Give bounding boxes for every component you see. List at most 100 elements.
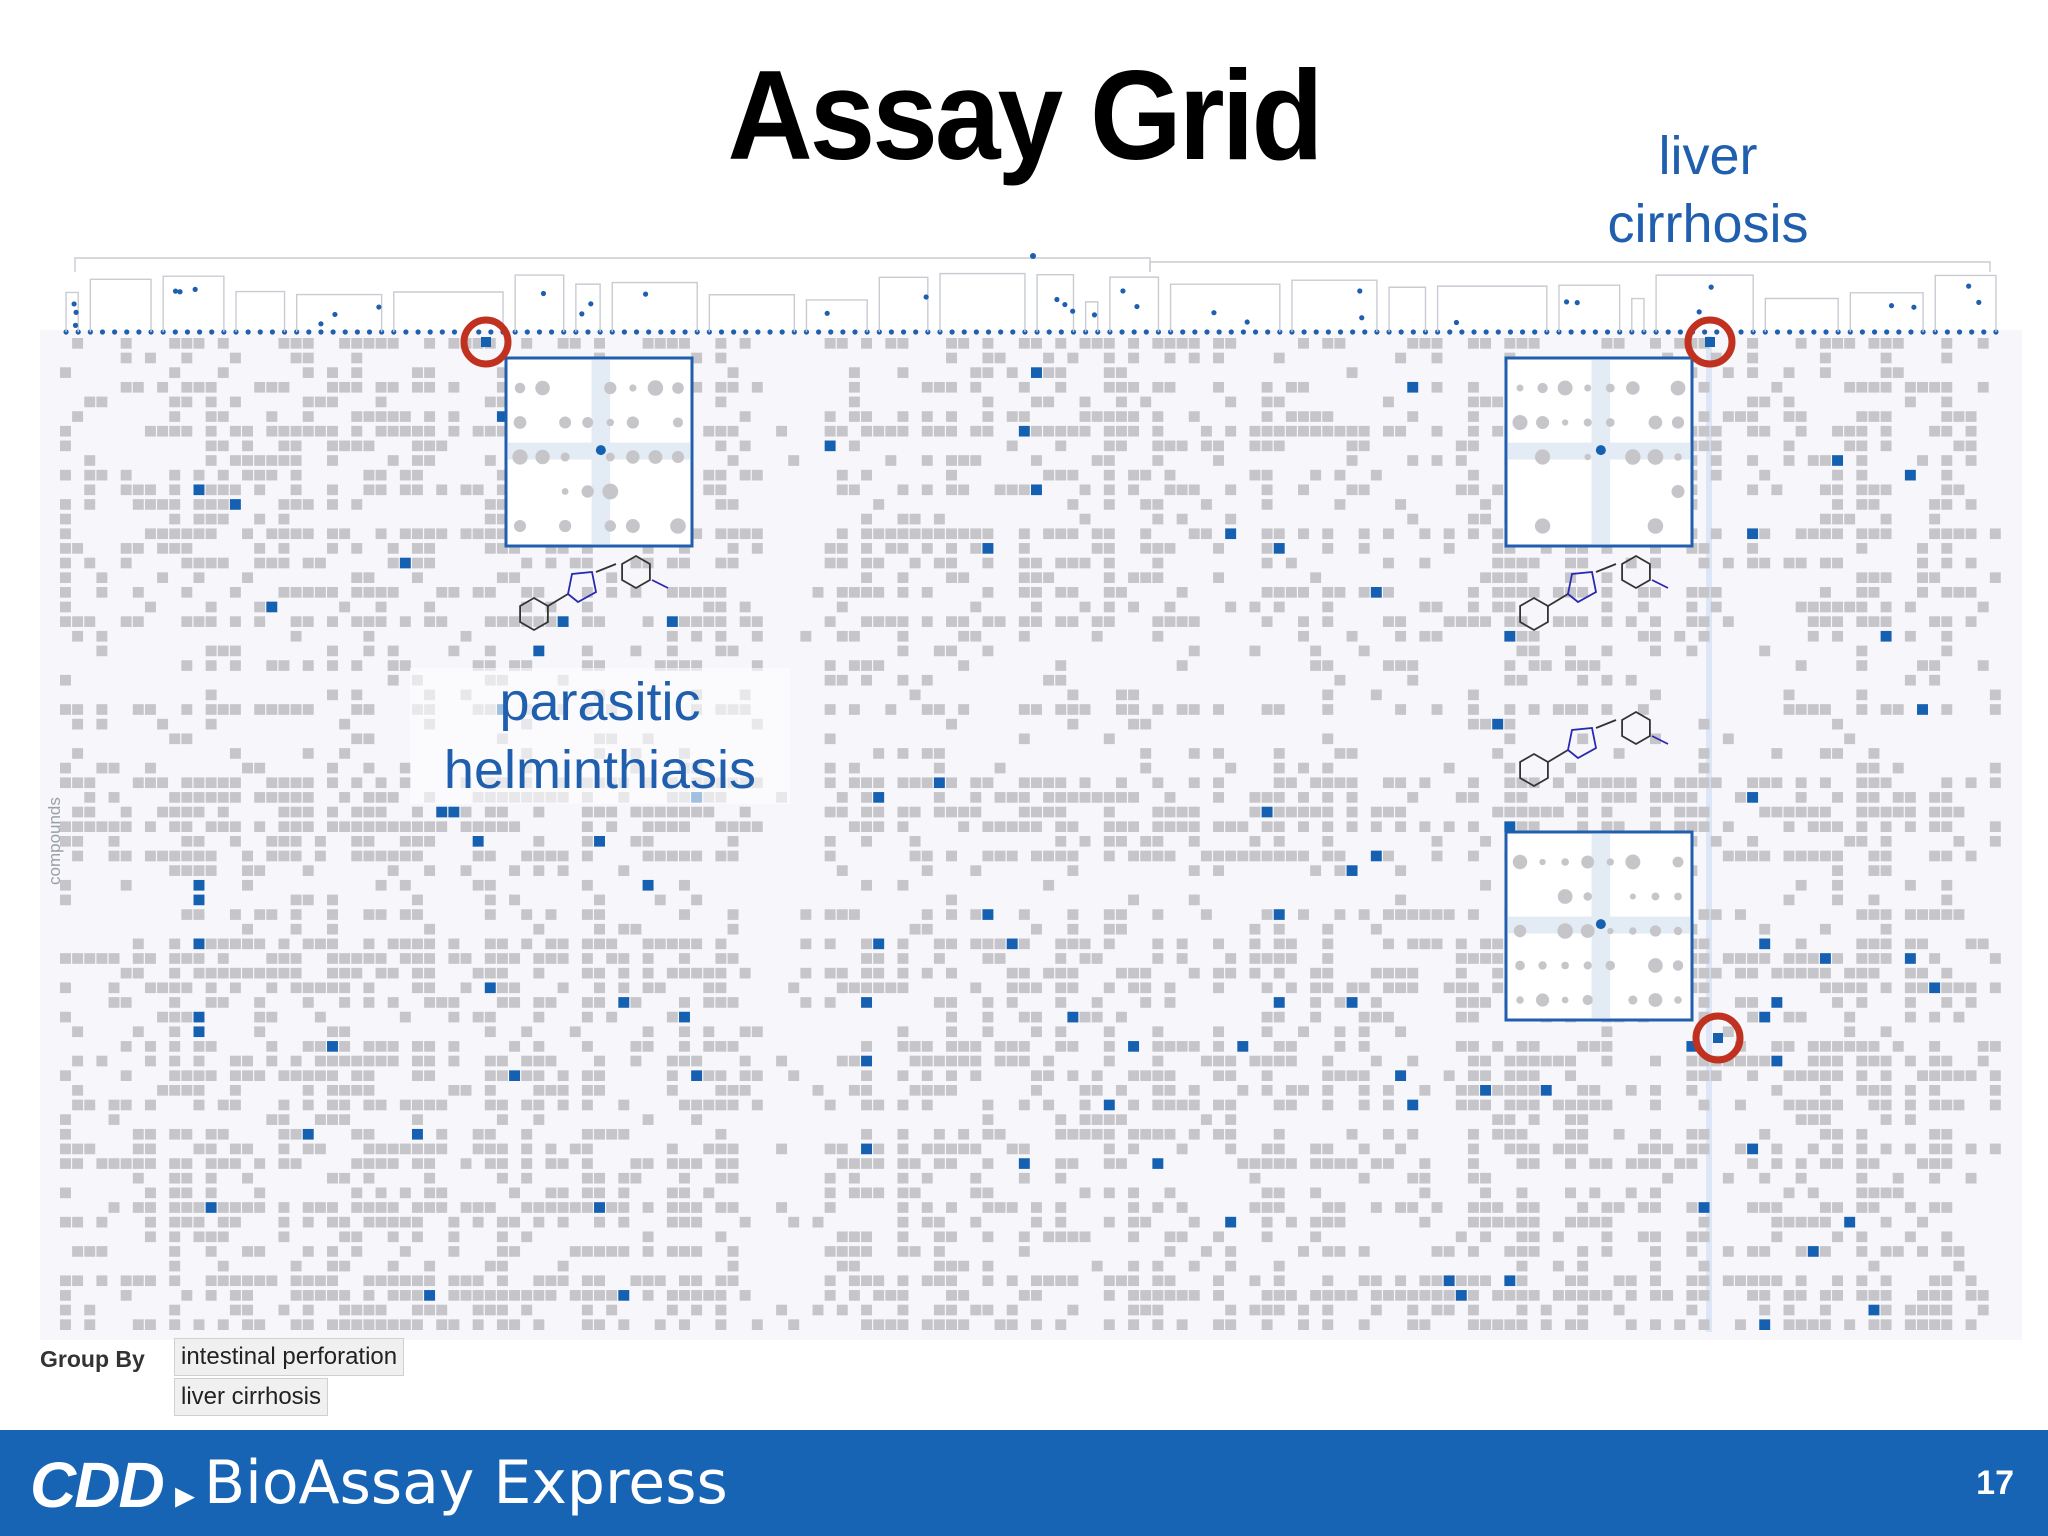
assay-cell xyxy=(60,616,71,627)
assay-cell xyxy=(618,1128,630,1140)
assay-cell xyxy=(1977,338,1989,349)
assay-cell xyxy=(594,938,605,950)
assay-cell xyxy=(1115,836,1127,847)
assay-cell xyxy=(1152,440,1164,452)
assay-cell xyxy=(1734,967,1746,979)
assay-cell xyxy=(1856,1172,1868,1184)
assay-cell xyxy=(824,1202,836,1213)
assay-cell xyxy=(1565,587,1576,598)
assay-cell xyxy=(970,1041,982,1052)
tree-leaf-node xyxy=(1702,329,1708,335)
assay-cell xyxy=(1747,455,1759,466)
assay-cell xyxy=(509,821,521,832)
assay-cell xyxy=(861,674,873,686)
assay-cell xyxy=(72,748,84,759)
assay-cell xyxy=(666,1055,678,1067)
assay-cell xyxy=(642,1041,654,1052)
group-option-liver-cirrhosis[interactable]: liver cirrhosis xyxy=(174,1378,329,1416)
assay-cell xyxy=(1188,821,1200,832)
assay-cell xyxy=(1819,1114,1831,1125)
assay-cell xyxy=(1455,616,1467,627)
assay-cell xyxy=(84,1304,96,1316)
assay-cell xyxy=(169,543,181,554)
inset-dot xyxy=(1649,925,1662,937)
assay-cell xyxy=(1504,1216,1516,1228)
assay-cell xyxy=(1565,792,1576,803)
assay-cell xyxy=(703,587,715,598)
assay-cell xyxy=(229,1099,241,1111)
assay-cell xyxy=(375,821,387,832)
assay-cell xyxy=(1140,1070,1152,1081)
assay-cell xyxy=(1067,469,1079,481)
assay-cell xyxy=(1880,601,1892,613)
assay-cell xyxy=(1031,777,1042,789)
assay-cell xyxy=(861,338,873,349)
assay-cell xyxy=(1492,587,1504,598)
assay-cell xyxy=(921,1202,933,1213)
assay-cell xyxy=(1043,792,1055,803)
tree-leaf-node xyxy=(342,329,348,335)
assay-cell xyxy=(1710,455,1722,466)
assay-cell xyxy=(557,1202,569,1213)
assay-cell xyxy=(254,1026,266,1038)
assay-cell xyxy=(229,1055,241,1067)
assay-cell xyxy=(703,1187,715,1199)
assay-cell xyxy=(521,1026,533,1038)
assay-cell xyxy=(1467,1216,1479,1228)
assay-cell xyxy=(1310,660,1322,671)
assay-cell xyxy=(72,1246,84,1257)
assay-cell xyxy=(460,953,472,964)
assay-cell xyxy=(581,1011,593,1023)
assay-cell xyxy=(1565,1290,1576,1301)
assay-cell xyxy=(533,836,545,847)
assay-cell xyxy=(472,1202,484,1213)
assay-cell xyxy=(1819,352,1831,364)
assay-cell xyxy=(1322,1158,1334,1169)
assay-cell xyxy=(424,1275,436,1287)
assay-cell xyxy=(1480,513,1492,525)
assay-cell xyxy=(1880,484,1892,496)
assay-cell xyxy=(1164,338,1176,349)
assay-cell xyxy=(1601,821,1613,832)
assay-cell xyxy=(424,982,436,994)
assay-cell xyxy=(1261,587,1273,598)
assay-cell xyxy=(181,587,193,598)
tree-leaf-node xyxy=(451,329,458,335)
assay-cell xyxy=(399,1290,411,1301)
assay-cell xyxy=(205,982,217,994)
assay-cell xyxy=(1018,1143,1030,1155)
assay-cell xyxy=(1819,1319,1831,1330)
active-cell xyxy=(618,997,630,1008)
inset-dot xyxy=(1671,485,1685,498)
assay-cell xyxy=(703,1070,715,1081)
assay-cell xyxy=(448,1216,460,1228)
assay-cell xyxy=(1419,821,1431,832)
assay-cell xyxy=(1370,469,1382,481)
assay-cell xyxy=(290,792,302,803)
assay-cell xyxy=(1055,440,1067,452)
assay-cell xyxy=(1031,572,1042,583)
assay-cell xyxy=(1249,953,1261,964)
assay-cell xyxy=(533,806,545,818)
assay-cell xyxy=(399,1275,411,1287)
assay-cell xyxy=(1176,953,1188,964)
assay-cell xyxy=(1941,352,1953,364)
assay-cell xyxy=(1067,982,1079,994)
footer-bar: CDD ▸ BioAssay Express 17 xyxy=(0,1430,2048,1536)
assay-cell xyxy=(1856,528,1868,540)
assay-cell xyxy=(1759,557,1771,569)
assay-cell xyxy=(594,894,605,906)
assay-cell xyxy=(327,440,338,452)
assay-cell xyxy=(496,1158,508,1169)
assay-cell xyxy=(691,630,703,642)
assay-grid[interactable] xyxy=(0,0,2048,1430)
tree-leaf-node xyxy=(670,329,676,335)
assay-cell xyxy=(1285,587,1297,598)
assay-cell xyxy=(897,630,909,642)
assay-cell xyxy=(1868,748,1880,759)
assay-cell xyxy=(1504,616,1516,627)
group-option-intestinal-perforation[interactable]: intestinal perforation xyxy=(174,1338,405,1376)
assay-cell xyxy=(1322,1246,1334,1257)
assay-cell xyxy=(1795,777,1807,789)
assay-cell xyxy=(1395,1290,1407,1301)
